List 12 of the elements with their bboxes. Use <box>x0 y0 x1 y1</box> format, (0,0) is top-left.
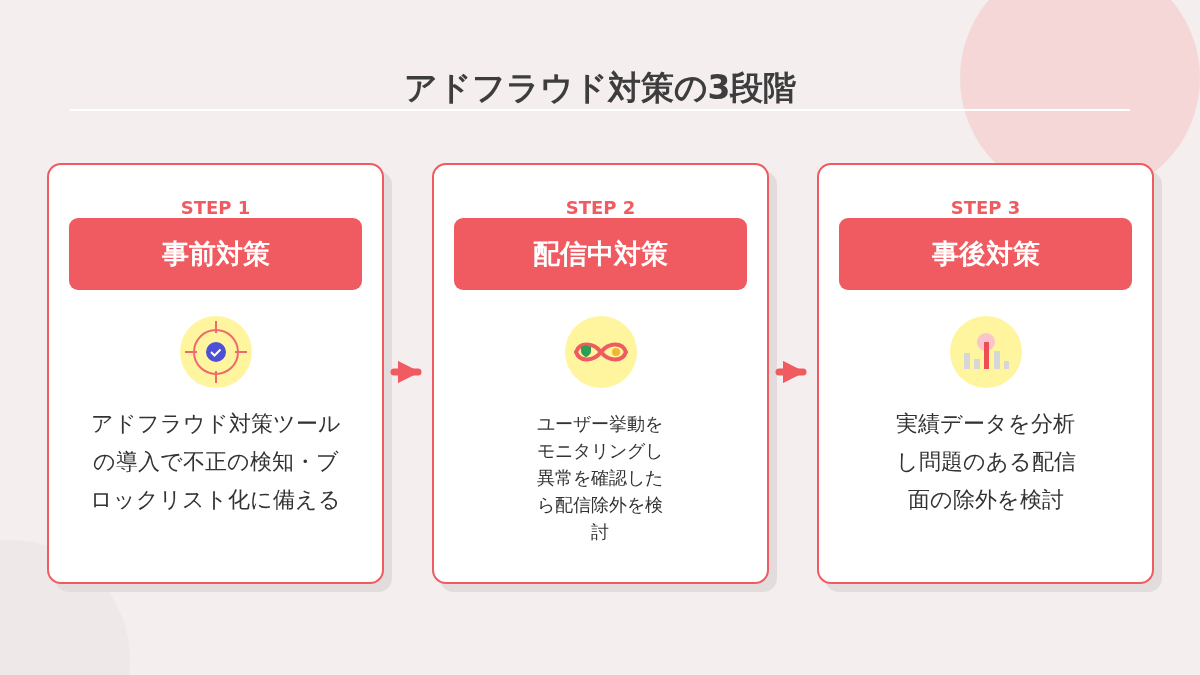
description-text: ユーザー挙動をモニタリングし異常を確認したら配信除外を検討 <box>536 412 665 544</box>
title: アドフラウド対策の3段階 <box>403 67 797 109</box>
description-text: 実績データを分析し問題のある配信面の除外を検討 <box>894 410 1077 514</box>
step-label: STEP 2 <box>565 197 636 219</box>
description-text: アドフラウド対策ツールの導入で不正の検知・ブロックリスト化に備える <box>89 410 342 514</box>
phase-banner: 事前対策 <box>69 218 362 290</box>
step-label: STEP 3 <box>950 197 1021 219</box>
phase-banner: 配信中対策 <box>454 218 747 290</box>
step-label: STEP 1 <box>180 197 251 219</box>
arrow <box>775 360 807 384</box>
phase-banner: 事後対策 <box>839 218 1132 290</box>
arrow <box>390 360 422 384</box>
